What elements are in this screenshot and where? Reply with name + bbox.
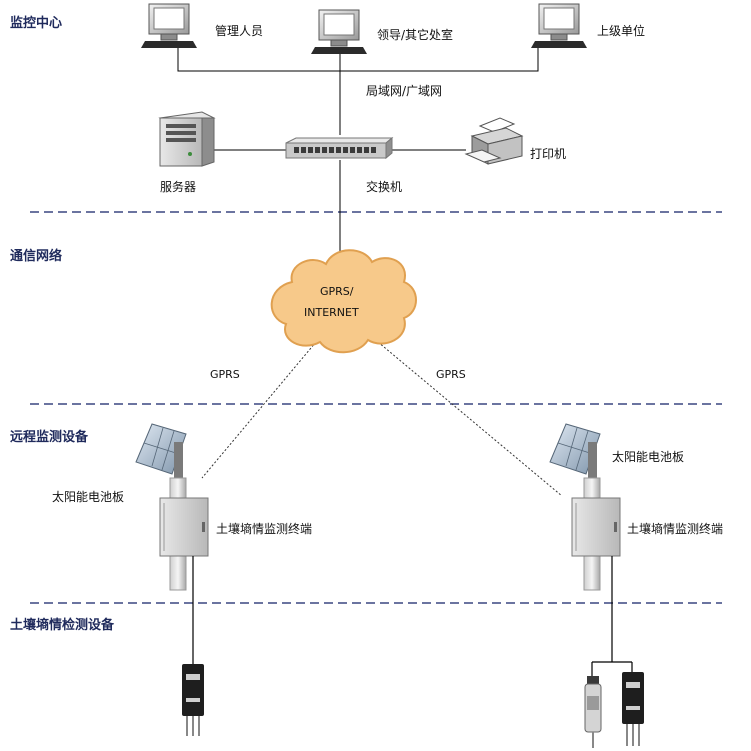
switch-icon [285, 136, 394, 160]
gprs-links [201, 341, 563, 497]
gprs-link-right-label: GPRS [436, 368, 466, 381]
terminal-right-label: 土壤墒情监测终端 [627, 522, 724, 536]
terminal-left-label: 土壤墒情监测终端 [216, 522, 313, 536]
soil-sensor-icon [182, 664, 204, 736]
lan-connections [177, 44, 539, 262]
server-label: 服务器 [160, 180, 197, 194]
solar-panel-right-label: 太阳能电池板 [612, 450, 685, 464]
lan-wan-label: 局域网/广域网 [366, 84, 443, 98]
leader-pc-label: 领导/其它处室 [377, 28, 454, 42]
printer-label: 打印机 [530, 147, 567, 161]
printer-icon [464, 117, 524, 165]
cloud-icon [270, 249, 417, 354]
terminal-box-icon [571, 497, 621, 557]
solar-panel-icon [549, 423, 601, 482]
computer-icon [531, 3, 587, 48]
sensor-cable [591, 556, 633, 676]
switch-label: 交换机 [366, 180, 403, 194]
computer-icon [311, 9, 367, 54]
terminal-box-icon [159, 497, 209, 557]
solar-panel-icon [135, 423, 187, 482]
soil-sensor-icon [622, 672, 644, 746]
cloud-label-line1: GPRS/ [320, 285, 354, 298]
cloud-label-line2: INTERNET [304, 306, 359, 319]
section-title-monitoring-center: 监控中心 [10, 16, 63, 31]
computer-icon [141, 3, 197, 48]
probe-sensor-icon [584, 676, 602, 748]
admin-pc-label: 管理人员 [215, 24, 264, 38]
solar-panel-left-label: 太阳能电池板 [52, 490, 125, 504]
gprs-link-left-label: GPRS [210, 368, 240, 381]
superior-pc-label: 上级单位 [597, 24, 646, 38]
section-title-soil-moisture-detection-equipment: 土壤墒情检测设备 [10, 618, 115, 633]
section-title-communication-network: 通信网络 [10, 249, 63, 264]
section-title-remote-monitoring-equipment: 远程监测设备 [10, 430, 89, 445]
server-icon [158, 111, 216, 167]
